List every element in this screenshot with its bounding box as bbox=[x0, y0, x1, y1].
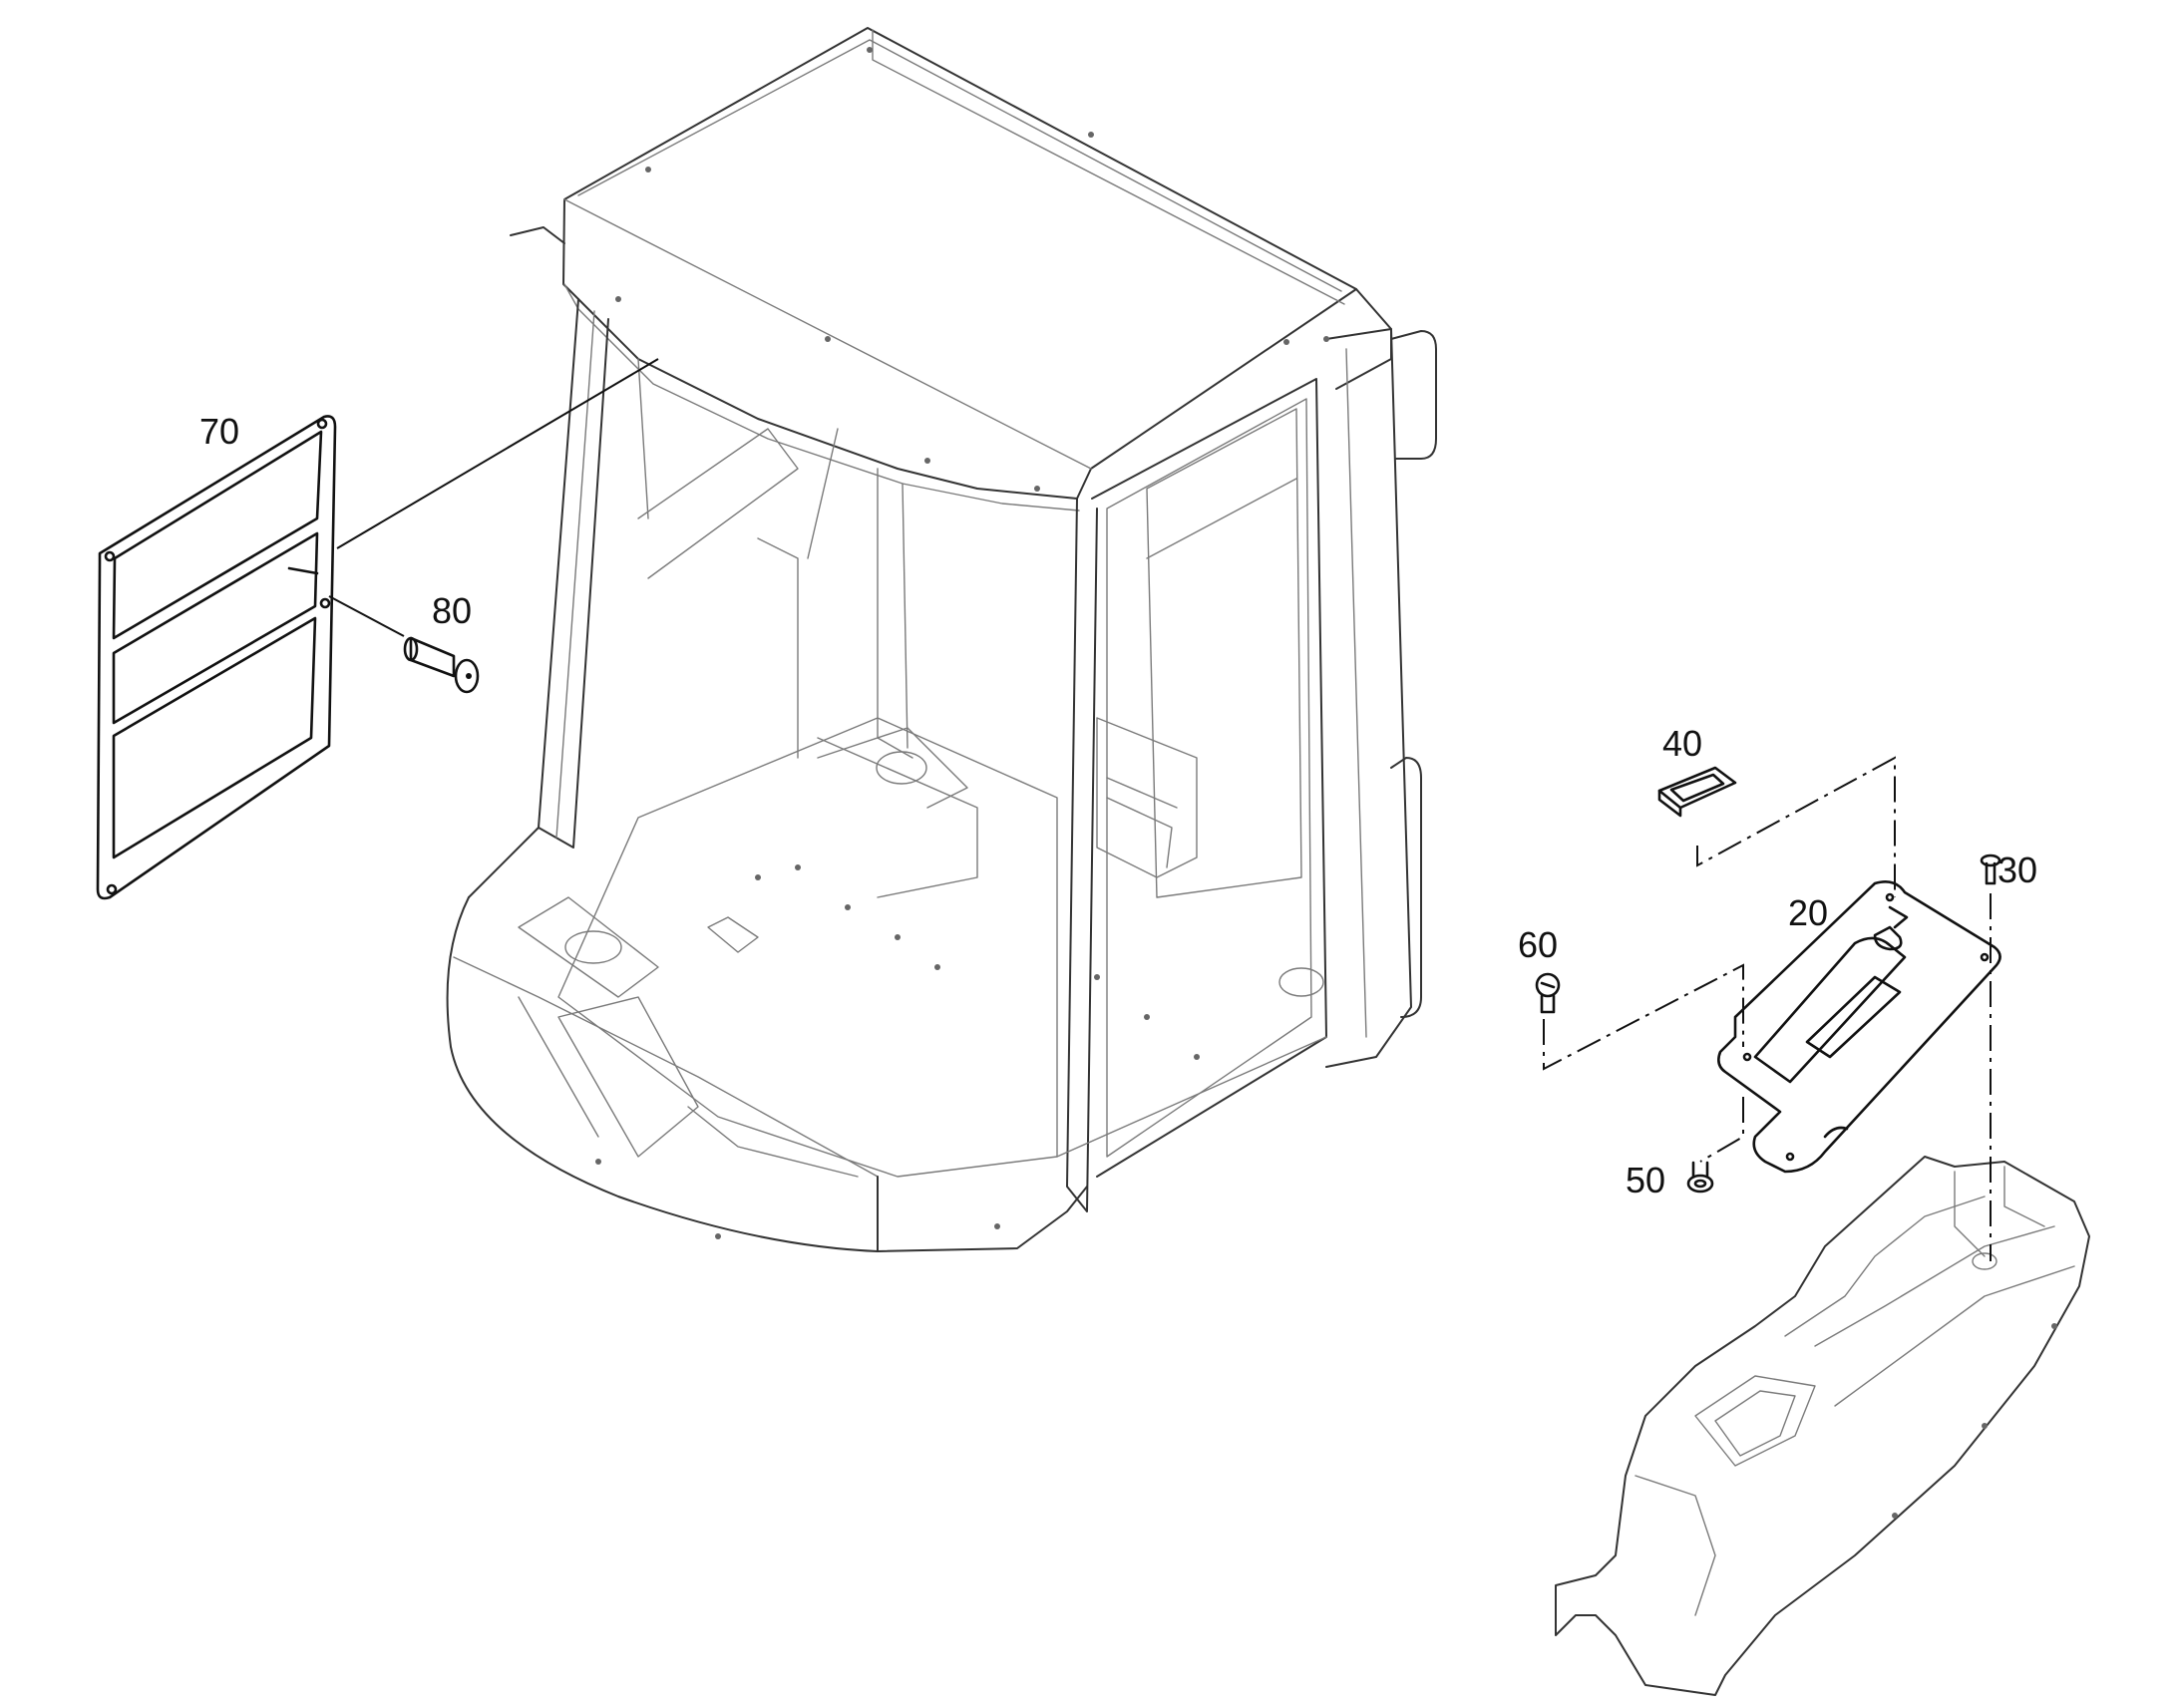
callout-70: 70 bbox=[199, 411, 239, 452]
callout-50: 50 bbox=[1626, 1160, 1665, 1200]
callout-labels: 70 80 40 30 20 60 50 bbox=[199, 411, 2037, 1200]
callout-60: 60 bbox=[1518, 924, 1558, 965]
part-50-nut bbox=[1686, 1161, 1714, 1194]
part-30-screw bbox=[1980, 854, 2001, 885]
console-housing bbox=[1555, 1156, 2090, 1696]
part-80-bolt bbox=[403, 636, 480, 694]
callout-80: 80 bbox=[432, 590, 472, 631]
part-40-cover bbox=[1657, 766, 1737, 818]
part-70-plate bbox=[96, 415, 337, 900]
callout-20: 20 bbox=[1788, 892, 1828, 933]
leader-lines bbox=[328, 358, 1992, 1261]
cab-frame bbox=[446, 27, 1437, 1252]
callout-40: 40 bbox=[1662, 723, 1702, 764]
callout-30: 30 bbox=[1998, 850, 2037, 890]
part-20-plate bbox=[1717, 880, 2001, 1174]
part-60-screw bbox=[1535, 972, 1561, 1014]
